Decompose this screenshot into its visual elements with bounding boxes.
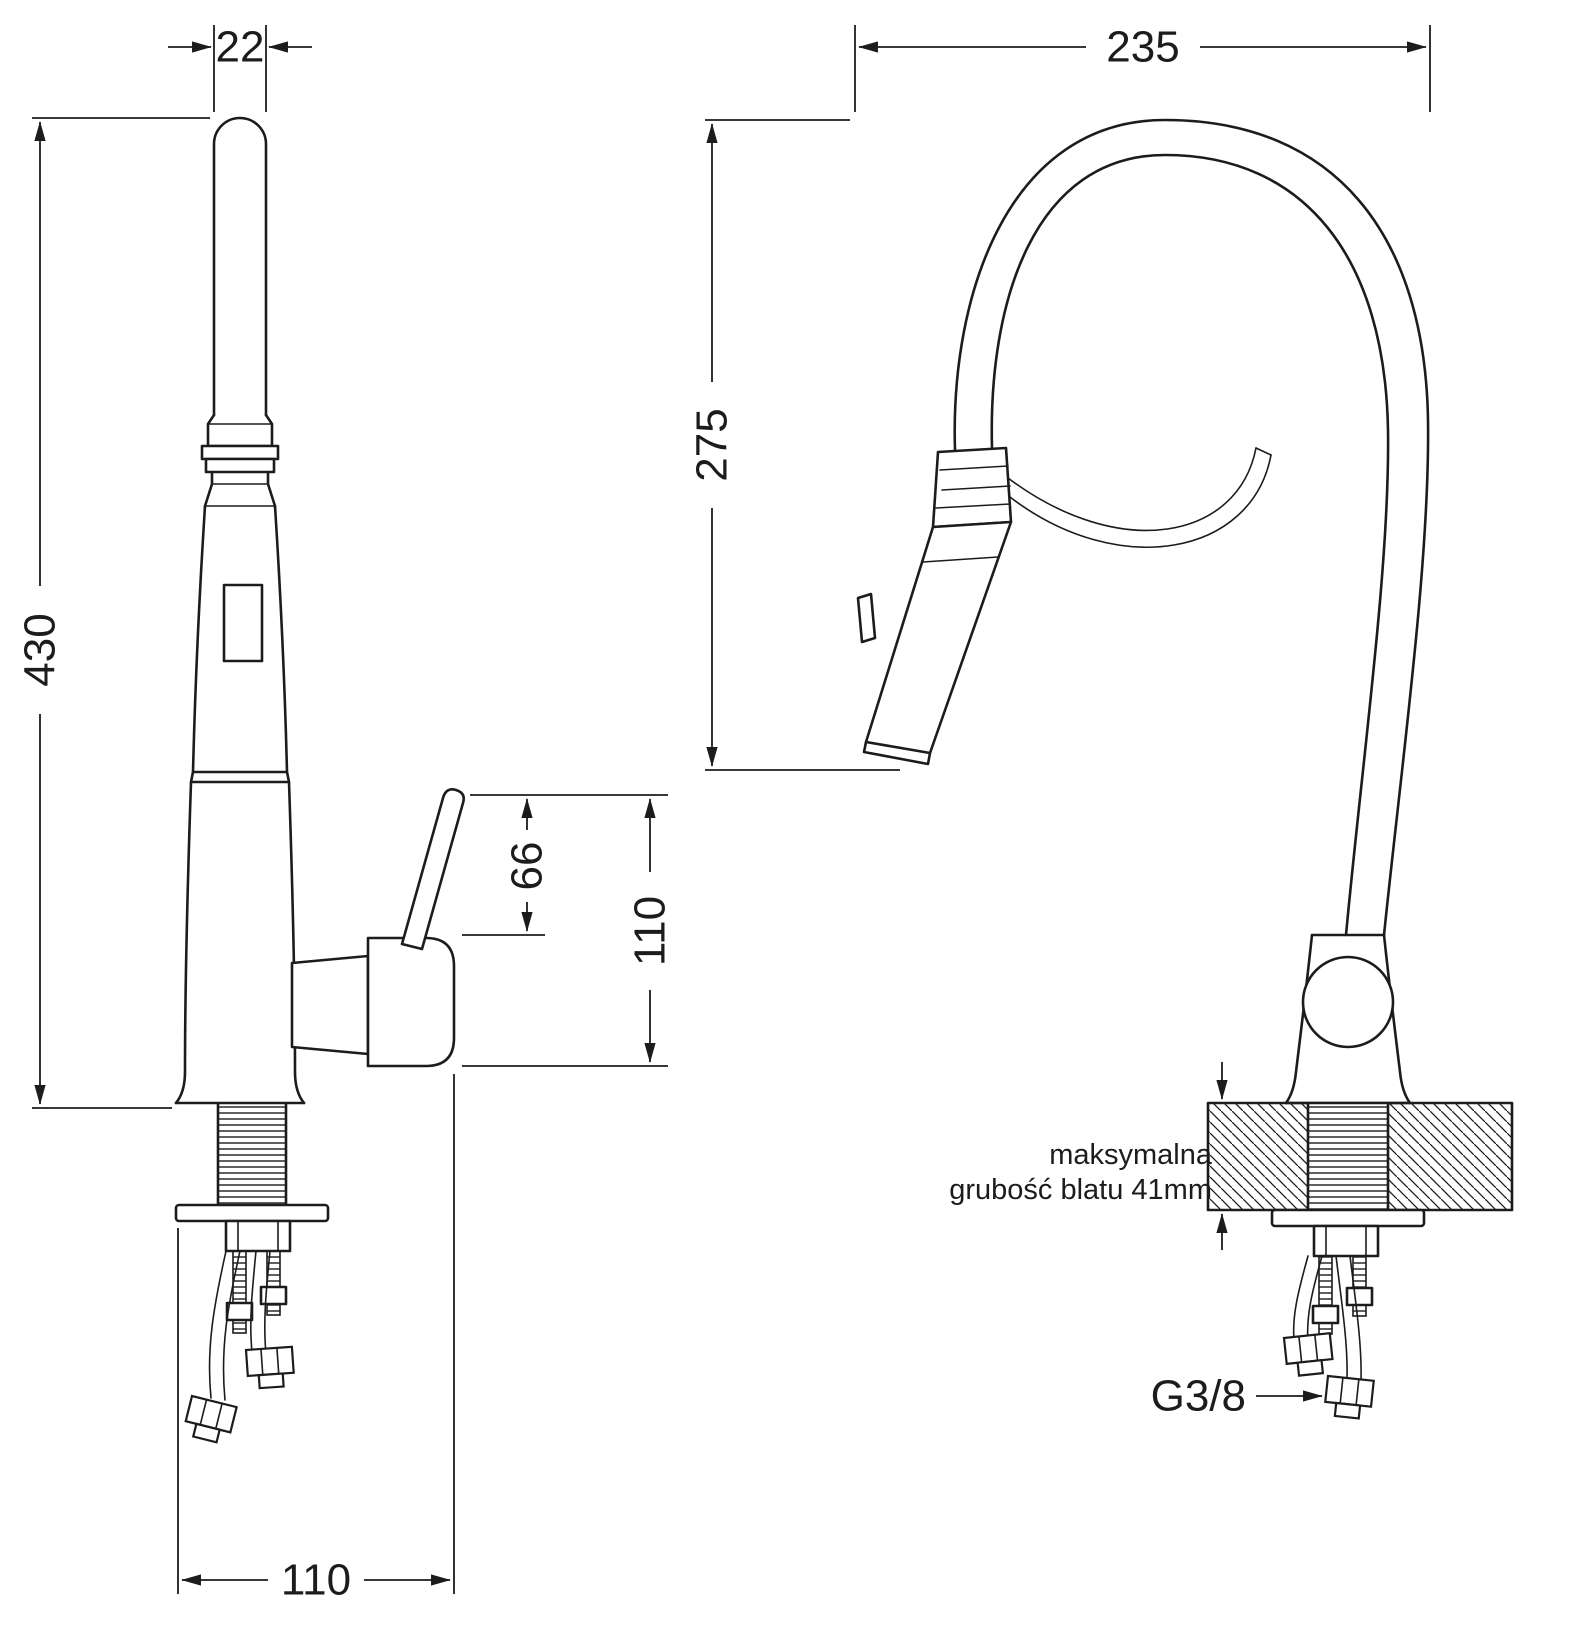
stud-nut: [1311, 1304, 1340, 1325]
hose-fitting: [244, 1345, 296, 1391]
handle-assembly: [290, 788, 465, 1068]
aerator-assembly: [200, 413, 280, 508]
side-view-faucet: [174, 116, 465, 1447]
dim-spout-width-label: 22: [216, 23, 265, 72]
flexible-spout-arch-outer: [953, 118, 1430, 937]
supply-hose: [208, 1250, 227, 1399]
dim-body-depth-label: 110: [281, 1556, 351, 1605]
spout-tube: [212, 116, 268, 417]
dim-lever-height-label: 66: [503, 842, 552, 891]
dimension-handle-height: 110: [462, 798, 675, 1067]
dimension-spout-height: 275: [688, 119, 900, 771]
upper-body: [189, 504, 291, 784]
dimension-total-height: 430: [16, 117, 210, 1109]
spray-head: [856, 446, 1013, 766]
mounting-flange: [1270, 1208, 1426, 1228]
flexible-spout-arch-inner: [990, 153, 1390, 937]
stud-nut: [225, 1301, 254, 1322]
countertop-section: [1206, 1101, 1514, 1212]
mounting-bracket: [224, 1219, 292, 1253]
side-mounting-hardware: [174, 1101, 330, 1447]
dim-total-height-label: 430: [16, 613, 65, 686]
dimension-spout-tip-width: 22: [168, 23, 312, 112]
hose-fitting-g38: [1322, 1374, 1375, 1421]
mounting-thread: [218, 1103, 286, 1205]
supply-hose: [249, 1250, 257, 1353]
spray-head-body: [864, 520, 1013, 755]
dim-spout-reach-label: 235: [1106, 23, 1179, 72]
dimension-body-depth: 110: [177, 1074, 455, 1605]
lower-body: [174, 780, 306, 1105]
mounting-thread: [1308, 1103, 1388, 1210]
countertop-note-line2: grubość blatu 41mm: [949, 1174, 1212, 1206]
front-body-column: [1284, 933, 1412, 1105]
thread-size-label: G3/8: [1151, 1372, 1246, 1421]
stud-nut: [259, 1285, 288, 1306]
dimension-spout-reach: 235: [854, 23, 1431, 112]
spray-button: [856, 592, 877, 644]
hose-fitting: [181, 1394, 238, 1447]
dim-handle-height-label: 110: [626, 896, 675, 966]
thread-callout: G3/8: [1151, 1372, 1323, 1421]
spray-nozzle: [862, 740, 932, 766]
display-window: [222, 583, 264, 663]
stud-nut: [1345, 1286, 1374, 1307]
handle-housing: [366, 936, 456, 1068]
mounting-bracket: [1312, 1224, 1380, 1258]
countertop-note-line1: maksymalna: [1049, 1139, 1213, 1171]
supply-hose: [1335, 1255, 1348, 1379]
countertop-thickness-note: maksymalna grubość blatu 41mm: [949, 1062, 1228, 1250]
hose-fitting: [1282, 1332, 1335, 1378]
pulldown-hose: [1007, 447, 1272, 548]
swivel-joint-circle: [1301, 955, 1395, 1049]
handle-connector: [290, 954, 370, 1056]
mounting-flange: [174, 1203, 330, 1223]
dimension-lever-height: 66: [462, 794, 668, 936]
mounting-stud: [1352, 1255, 1367, 1317]
supply-hose: [1292, 1255, 1309, 1341]
front-mounting-hardware: [1270, 1208, 1426, 1421]
handle-lever: [400, 788, 465, 951]
front-view-faucet: [856, 118, 1514, 1421]
dim-spout-height-label: 275: [688, 408, 737, 481]
